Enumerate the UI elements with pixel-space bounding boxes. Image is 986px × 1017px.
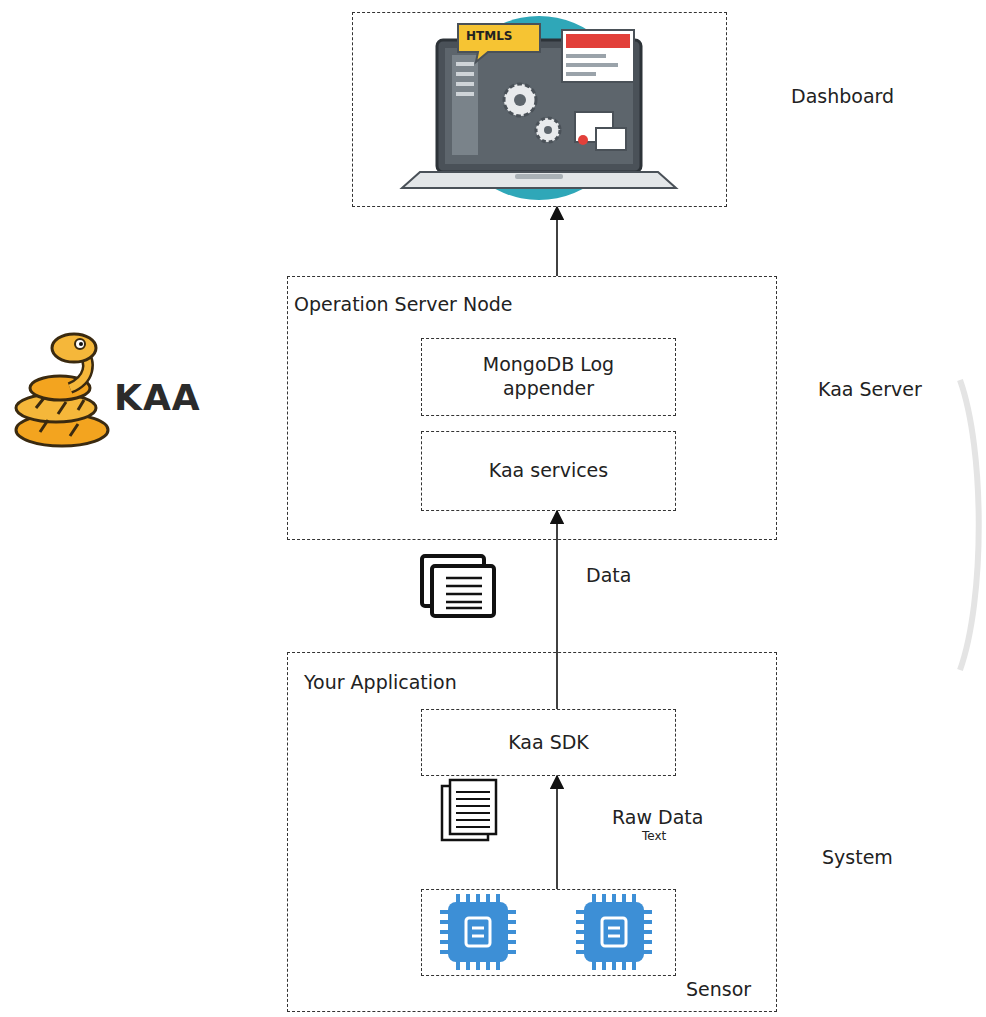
box-title: Dashboard (791, 85, 894, 109)
laptop-illustration (402, 16, 676, 200)
dashed-box: Kaa SDK (421, 709, 676, 776)
box-title: Your Application (304, 671, 457, 695)
sensor-chip (440, 894, 652, 970)
box-title: MongoDB Log appender (466, 353, 632, 401)
raw-data-document-icon (442, 780, 496, 840)
kaa-snake-logo (16, 334, 108, 446)
data-document-icon (422, 556, 494, 616)
edge-sublabel: Text (642, 829, 666, 843)
dashed-box: Dashboard (352, 12, 727, 207)
box-title: Operation Server Node (294, 293, 513, 317)
dashed-box: Sensor (421, 889, 676, 976)
edge-label: Data (584, 564, 633, 586)
edge-shade (960, 380, 979, 670)
arrow-connector (556, 511, 558, 709)
bubble-text: HTMLS (466, 29, 512, 43)
box-title: Kaa SDK (441, 731, 657, 755)
box-title: Kaa services (466, 459, 632, 483)
dashed-box: Operation Server NodeMongoDB Log appende… (287, 276, 777, 540)
tier-label: Kaa Server (818, 378, 922, 401)
arrow-connector (556, 776, 558, 889)
dashed-box: MongoDB Log appender (421, 338, 676, 416)
dashed-box: Your ApplicationKaa SDK Sensor (287, 652, 777, 1012)
box-title: Sensor (686, 978, 751, 1002)
dashed-box: Kaa services (421, 431, 676, 511)
edge-label: Raw Data (610, 806, 705, 828)
tier-label: System (822, 846, 893, 869)
logo-text: KAA (114, 376, 201, 419)
arrow-connector (556, 207, 558, 276)
